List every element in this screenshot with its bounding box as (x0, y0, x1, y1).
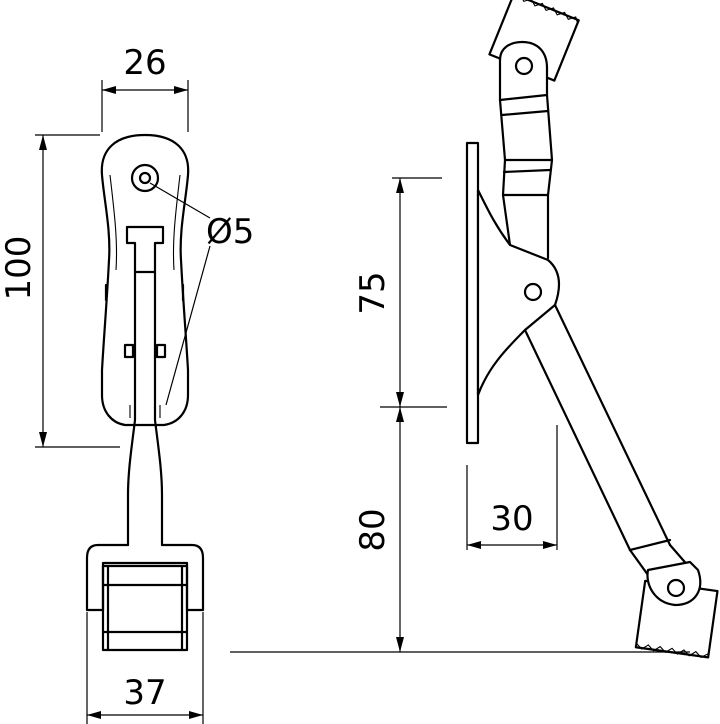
dim-side-depth: 30 (466, 425, 558, 550)
side-top-foot-yoke (498, 40, 549, 102)
dim-side-vertical: 75 80 (230, 177, 690, 653)
front-foot-yoke (85, 543, 205, 612)
side-top-pivot (514, 56, 534, 76)
label-front-height: 100 (0, 236, 39, 301)
front-mounting-plate (100, 133, 190, 427)
side-lower-arm-joint (628, 538, 672, 552)
front-arm-bracket (123, 343, 135, 359)
side-wall-plate (465, 141, 480, 445)
front-plate-inner-line (172, 174, 181, 271)
label-side-upper: 75 (353, 271, 393, 314)
dim-top-width: 26 (101, 43, 189, 132)
label-top-width: 26 (123, 43, 166, 83)
label-bottom-width: 37 (123, 673, 166, 713)
front-arm-bracket (155, 343, 167, 359)
side-bracket-pivot (523, 282, 543, 302)
side-bottom-pivot (666, 578, 686, 598)
front-view (85, 133, 205, 652)
dim-bottom-width: 37 (86, 612, 204, 724)
label-side-lower: 80 (353, 508, 393, 551)
side-lower-arm (523, 303, 672, 552)
side-upper-arm-joint (502, 168, 552, 174)
front-arm-slot (125, 225, 165, 274)
side-view (465, 0, 719, 659)
side-bottom-foot-yoke (646, 560, 702, 607)
front-rubber-foot (101, 564, 189, 652)
front-mounting-hole-inner (138, 171, 152, 185)
front-mounting-hole (130, 163, 160, 193)
side-upper-arm (498, 93, 554, 260)
dim-front-height: 100 (0, 134, 120, 448)
front-arm-rod (126, 270, 164, 547)
dim-hole-diameter: Ø5 (149, 182, 254, 406)
label-side-depth: 30 (490, 499, 533, 539)
side-upper-arm-joint (500, 109, 550, 117)
side-bracket (476, 188, 561, 397)
front-plate-inner-line (109, 174, 118, 271)
label-hole-diameter: Ø5 (206, 212, 254, 252)
